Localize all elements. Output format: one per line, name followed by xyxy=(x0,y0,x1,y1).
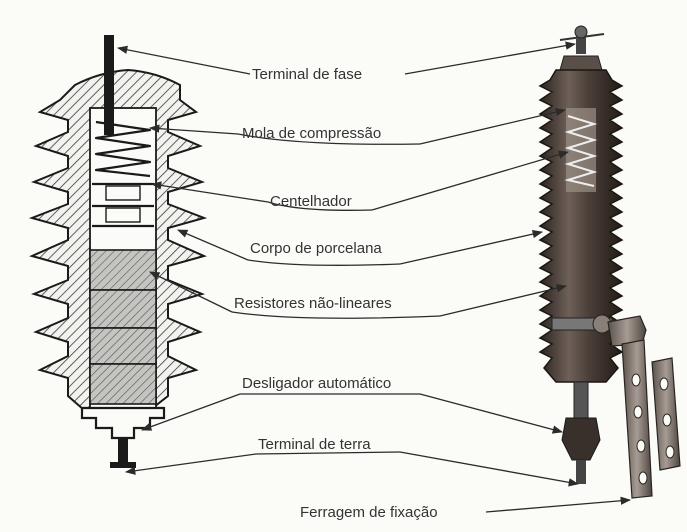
leader-lines xyxy=(116,41,632,513)
label-phase-terminal: Terminal de fase xyxy=(252,66,362,83)
resistor-blocks xyxy=(89,249,157,405)
labels: Terminal de fase Mola de compressão Cent… xyxy=(234,66,438,521)
phase-terminal-rod xyxy=(104,35,114,135)
arrester-body xyxy=(538,69,624,383)
ground-terminal-stub xyxy=(110,438,136,468)
label-mounting-hardware: Ferragem de fixação xyxy=(300,504,438,521)
label-porcelain-body: Corpo de porcelana xyxy=(250,240,382,257)
label-compression-spring: Mola de compressão xyxy=(242,125,381,142)
cross-section-drawing xyxy=(28,35,208,468)
label-nonlinear-resistors: Resistores não-lineares xyxy=(234,295,392,312)
mounting-bracket xyxy=(607,315,647,347)
label-ground-terminal: Terminal de terra xyxy=(258,436,371,453)
compression-spring xyxy=(94,120,152,178)
spark-gap-stack xyxy=(92,182,154,228)
base-cap xyxy=(80,406,166,440)
arrester-illustration xyxy=(538,25,681,499)
label-automatic-disconnector: Desligador automático xyxy=(242,375,391,392)
label-spark-gap: Centelhador xyxy=(270,193,352,210)
